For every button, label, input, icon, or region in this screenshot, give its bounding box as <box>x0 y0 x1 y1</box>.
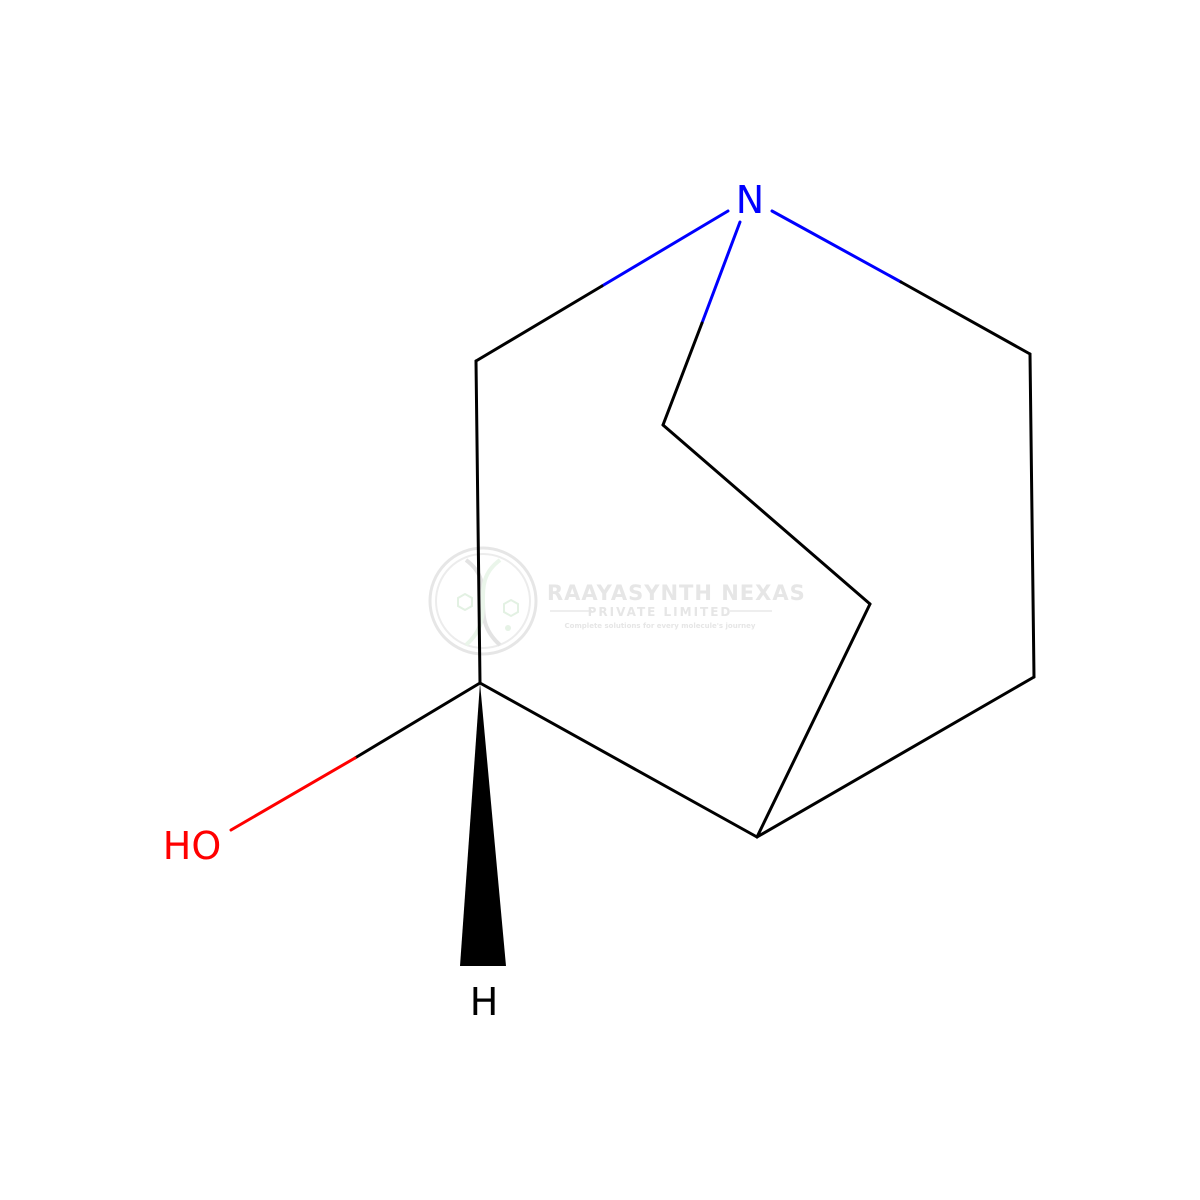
bond-c3-o-carbon-half <box>353 681 482 760</box>
bond-c5-c4 <box>755 675 1036 839</box>
bond-c6-c5 <box>1028 352 1036 679</box>
bond-c7-c4 <box>755 602 872 839</box>
bond-n-c8-nitrogen-half <box>700 220 742 325</box>
bond-n-c6-nitrogen-half <box>770 209 903 284</box>
bond-n-c6-carbon-half <box>899 280 1032 356</box>
bond-c8-c7 <box>661 423 872 606</box>
bond-n-c2-nitrogen-half <box>600 209 730 288</box>
atom-label-hydrogen: H <box>470 980 499 1024</box>
atom-label-hydroxyl: HO <box>163 824 221 868</box>
wedge-bond-c3-h <box>460 683 506 966</box>
bond-n-c2-carbon-half <box>474 284 604 363</box>
watermark: RAAYASYNTH NEXAS PRIVATE LIMITED Complet… <box>428 546 806 656</box>
atom-labels: N HO H <box>163 178 764 1024</box>
bonds <box>229 209 1036 966</box>
dna-helix-icon <box>428 546 538 656</box>
watermark-company: RAAYASYNTH NEXAS <box>547 581 806 605</box>
bond-c3-c4 <box>478 681 759 839</box>
bond-c3-o-oxygen-half <box>229 756 357 832</box>
watermark-subtitle: PRIVATE LIMITED <box>588 605 733 619</box>
atom-label-nitrogen: N <box>736 178 764 222</box>
watermark-tagline: Complete solutions for every molecule's … <box>565 622 756 630</box>
bond-n-c8-carbon-half <box>661 321 704 427</box>
bond-c2-c3 <box>474 359 482 685</box>
